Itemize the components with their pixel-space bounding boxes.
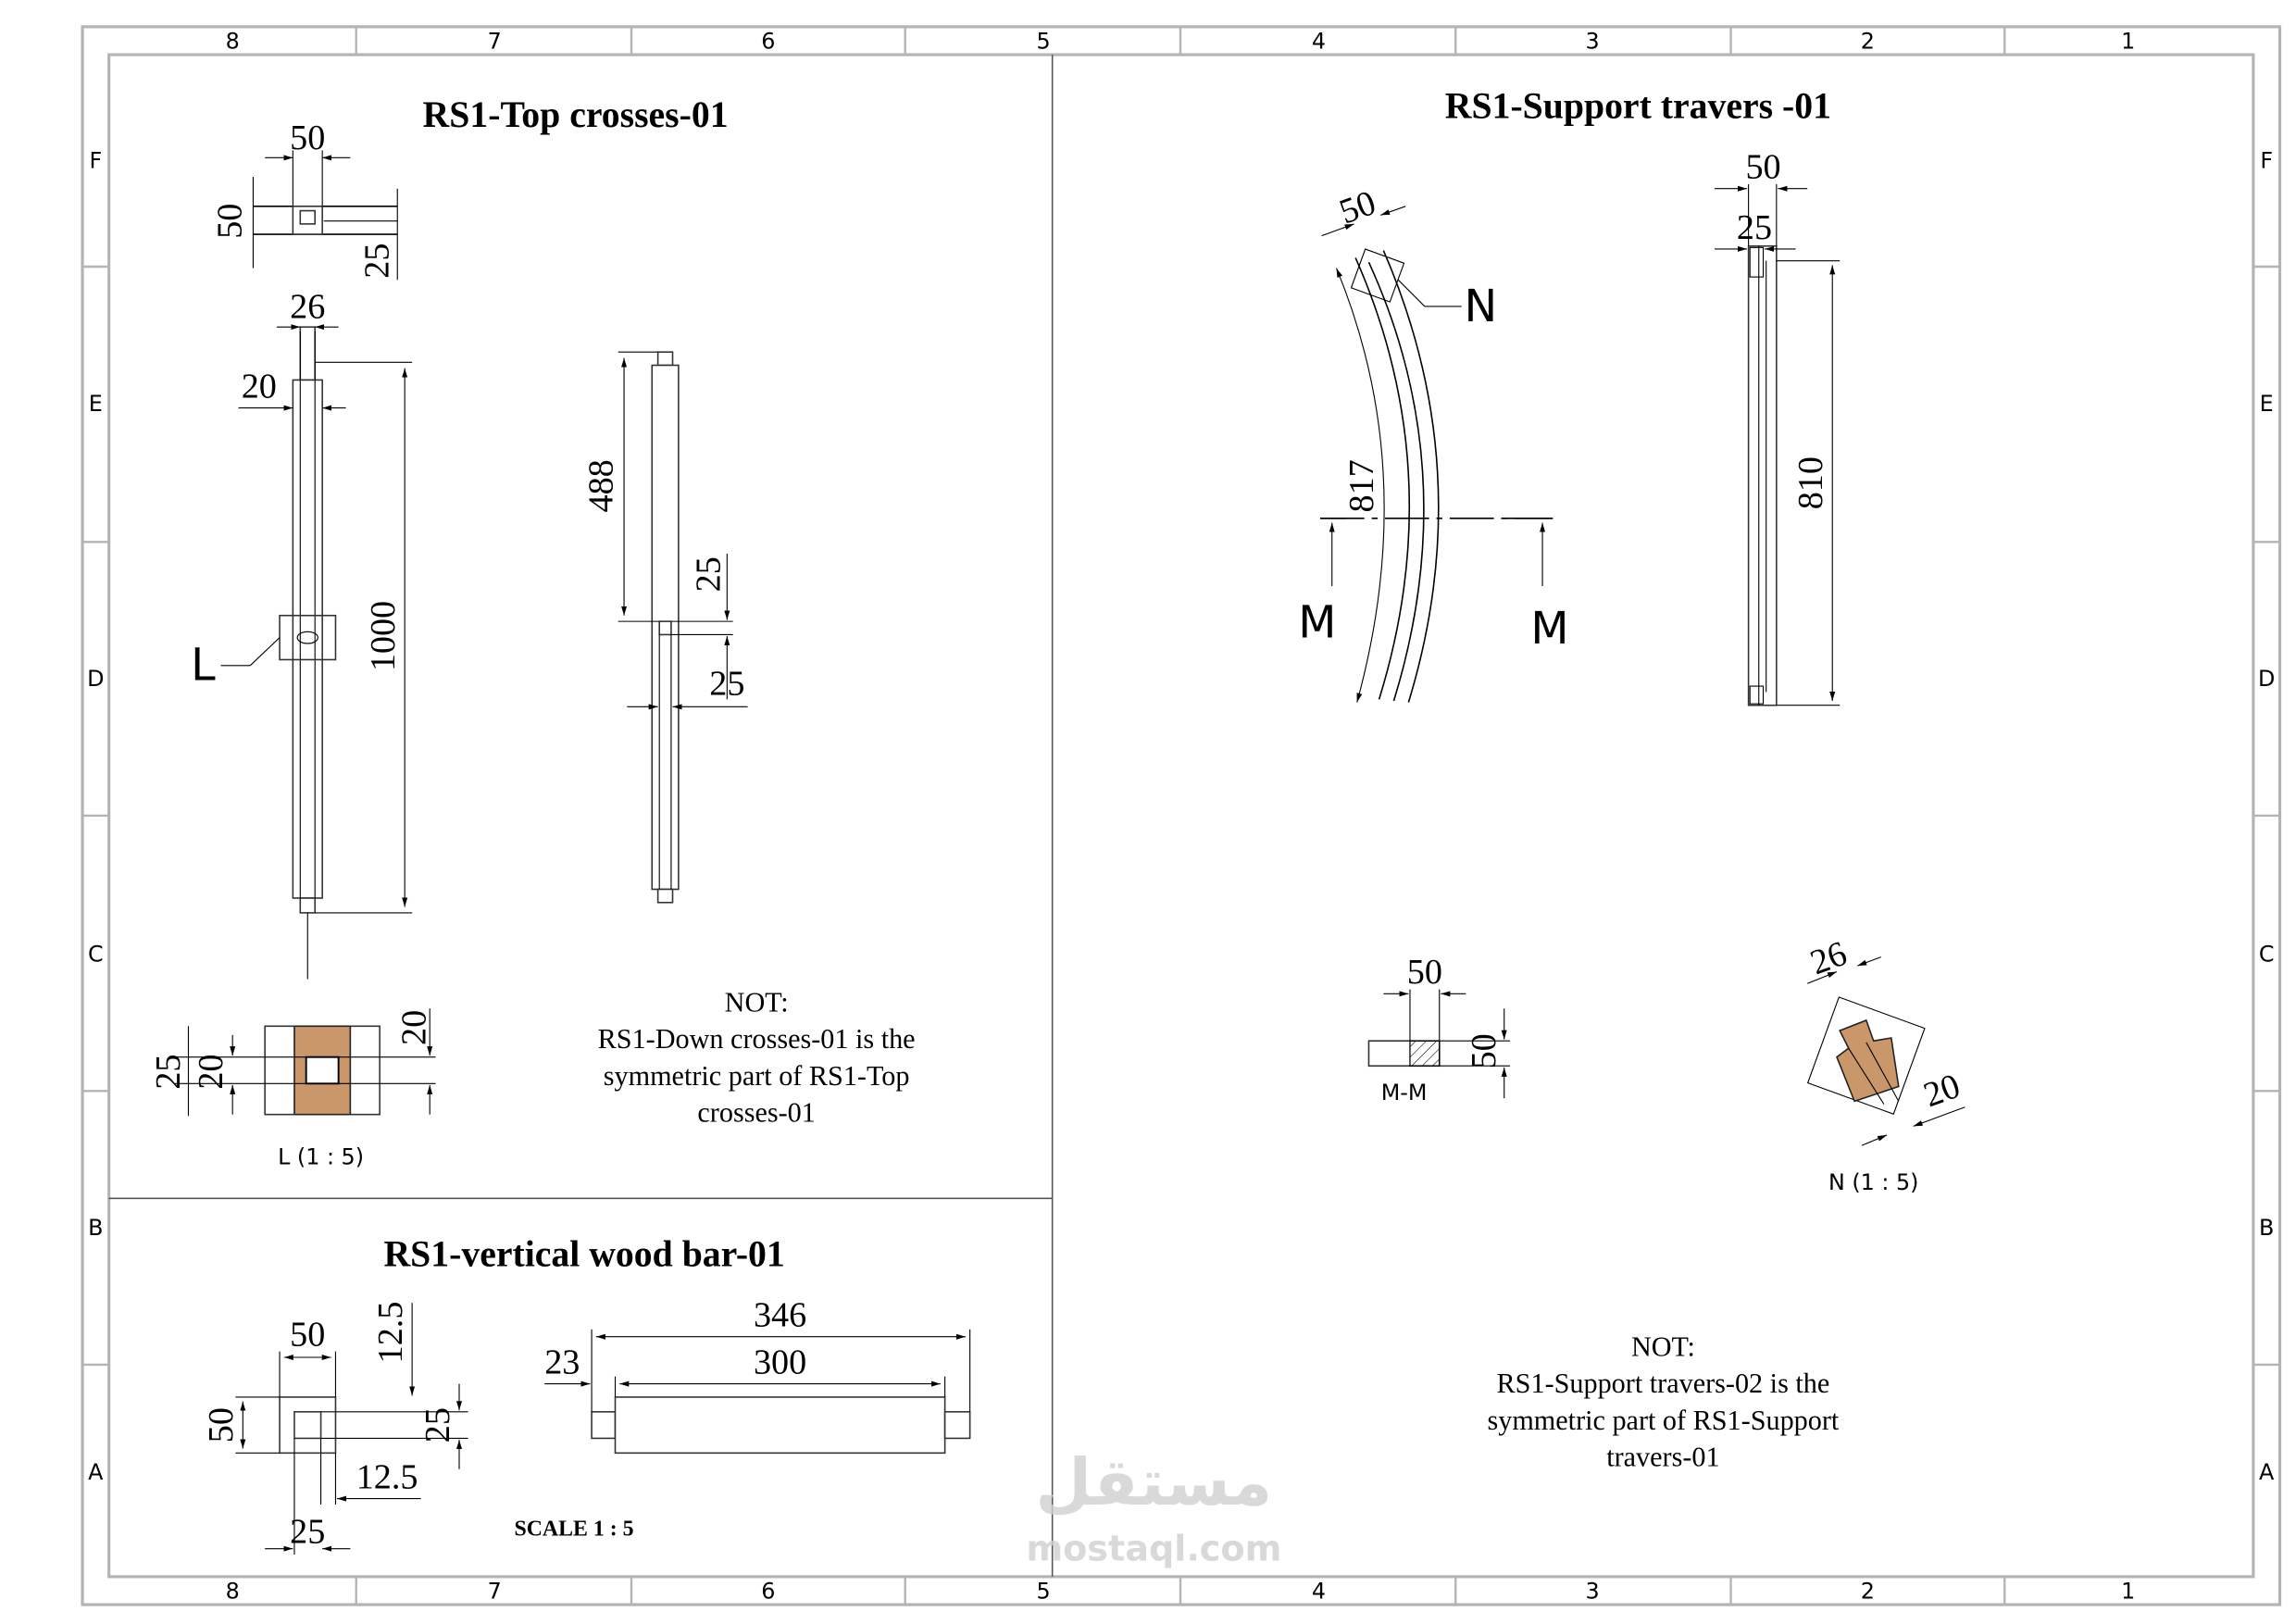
sheet-frame bbox=[81, 25, 2282, 1606]
row-label: C bbox=[2259, 941, 2275, 967]
detail-callout-l: L bbox=[191, 641, 216, 692]
dim-label: 12.5 bbox=[356, 1457, 418, 1496]
note-line: symmetric part of RS1-Support bbox=[1487, 1405, 1839, 1436]
row-label: A bbox=[88, 1459, 104, 1485]
dim-label: 817 bbox=[1342, 459, 1381, 512]
col-label: 7 bbox=[488, 29, 502, 55]
section-label-right: M bbox=[1530, 604, 1568, 655]
detail-callout-n: N bbox=[1464, 281, 1497, 332]
col-label: 6 bbox=[761, 29, 775, 55]
row-label: D bbox=[2258, 666, 2275, 692]
dim-label: 50 bbox=[1465, 1033, 1504, 1068]
col-label: 1 bbox=[2121, 29, 2135, 55]
vertical-bar-section: 50 50 12.5 25 12.5 25 bbox=[202, 1302, 468, 1555]
note-line: RS1-Down crosses-01 is the bbox=[598, 1023, 916, 1055]
dim-label: 300 bbox=[754, 1343, 806, 1381]
row-label: D bbox=[87, 666, 104, 692]
dim-label: 25 bbox=[418, 1407, 457, 1443]
note-line: NOT: bbox=[1631, 1330, 1695, 1362]
row-label: F bbox=[89, 147, 102, 173]
dim-label: 1000 bbox=[364, 601, 403, 671]
vertical-bar-title: RS1-vertical wood bar-01 bbox=[383, 1233, 784, 1274]
section-mm-view: 50 50 M-M bbox=[1367, 953, 1511, 1106]
col-label: 8 bbox=[226, 1579, 240, 1605]
top-crosses-note: NOT: RS1-Down crosses-01 is the symmetri… bbox=[598, 986, 916, 1128]
detail-n-label: N (1 : 5) bbox=[1828, 1169, 1919, 1195]
row-label: B bbox=[88, 1215, 103, 1241]
note-line: travers-01 bbox=[1606, 1442, 1719, 1473]
watermark-logo: مستقل mostaql.com bbox=[1026, 1445, 1281, 1568]
dim-label: 20 bbox=[394, 1010, 433, 1045]
col-label: 1 bbox=[2121, 1579, 2135, 1605]
dim-label: 50 bbox=[1334, 183, 1380, 232]
row-label: E bbox=[89, 391, 103, 417]
top-cross-side-view: 488 25 25 bbox=[581, 351, 748, 904]
dim-label: 26 bbox=[1805, 934, 1852, 983]
dim-label: 25 bbox=[290, 1512, 325, 1551]
support-travers-note: NOT: RS1-Support travers-02 is the symme… bbox=[1487, 1330, 1839, 1472]
col-label: 4 bbox=[1312, 29, 1326, 55]
vertical-bar-side: 346 300 23 bbox=[544, 1296, 971, 1455]
col-label: 2 bbox=[1861, 1579, 1875, 1605]
dim-label: 23 bbox=[544, 1343, 580, 1381]
col-label: 7 bbox=[488, 1579, 502, 1605]
dim-label: 488 bbox=[581, 459, 620, 512]
detail-l-view: 25 20 20 L (1 : 5) bbox=[149, 1008, 436, 1170]
top-crosses-panel: RS1-Top crosses-01 50 50 25 L 26 bbox=[149, 94, 916, 1170]
scale-label: SCALE 1 : 5 bbox=[514, 1517, 633, 1541]
dim-label: 50 bbox=[290, 1315, 325, 1354]
straight-travers-view: 50 25 810 bbox=[1715, 148, 1841, 706]
dim-label: 20 bbox=[242, 367, 277, 406]
col-label: 5 bbox=[1037, 1579, 1051, 1605]
top-cross-front-view: L 26 20 1000 bbox=[191, 288, 413, 980]
note-line: RS1-Support travers-02 is the bbox=[1497, 1368, 1830, 1399]
note-line: symmetric part of RS1-Top bbox=[604, 1060, 910, 1092]
dim-label: 50 bbox=[202, 1407, 241, 1443]
section-label-left: M bbox=[1298, 598, 1336, 649]
top-crosses-title: RS1-Top crosses-01 bbox=[423, 94, 729, 135]
row-label: B bbox=[2259, 1215, 2274, 1241]
section-mm-label: M-M bbox=[1381, 1080, 1428, 1106]
note-line: crosses-01 bbox=[697, 1097, 815, 1129]
dim-label: 50 bbox=[1407, 953, 1442, 992]
detail-n-view: 26 20 N (1 : 5) bbox=[1805, 934, 1965, 1195]
col-label: 3 bbox=[1586, 1579, 1600, 1605]
dim-label: 20 bbox=[192, 1055, 231, 1090]
dim-label: 20 bbox=[1918, 1067, 1965, 1116]
col-label: 3 bbox=[1586, 29, 1600, 55]
curved-travers-view: N 50 817 M M bbox=[1298, 183, 1569, 703]
dim-label: 25 bbox=[358, 244, 397, 279]
dim-label: 50 bbox=[290, 119, 325, 157]
dim-label: 346 bbox=[754, 1296, 806, 1335]
col-label: 2 bbox=[1861, 29, 1875, 55]
row-label: E bbox=[2260, 391, 2274, 417]
col-label: 6 bbox=[761, 1579, 775, 1605]
cross-section-view: 50 50 25 bbox=[211, 119, 398, 281]
col-label: 8 bbox=[226, 29, 240, 55]
detail-l-label: L (1 : 5) bbox=[278, 1144, 364, 1170]
col-label: 4 bbox=[1312, 1579, 1326, 1605]
vertical-bar-panel: RS1-vertical wood bar-01 50 50 12.5 25 1… bbox=[202, 1233, 971, 1555]
dim-label: 26 bbox=[290, 288, 325, 327]
zone-labels: 8 7 6 5 4 3 2 1 8 7 6 5 4 3 2 1 F E D C … bbox=[87, 29, 2275, 1605]
row-label: A bbox=[2259, 1459, 2275, 1485]
dim-label: 50 bbox=[1745, 148, 1780, 187]
watermark-arabic: مستقل bbox=[1035, 1445, 1272, 1520]
dim-label: 25 bbox=[1737, 208, 1772, 247]
row-label: F bbox=[2260, 147, 2273, 173]
note-line: NOT: bbox=[725, 986, 789, 1018]
support-travers-panel: RS1-Support travers -01 N 50 817 M M bbox=[1298, 85, 1965, 1472]
support-travers-title: RS1-Support travers -01 bbox=[1445, 85, 1831, 126]
col-label: 5 bbox=[1037, 29, 1051, 55]
dim-label: 25 bbox=[709, 665, 744, 704]
watermark-latin: mostaql.com bbox=[1026, 1528, 1281, 1568]
dim-label: 810 bbox=[1791, 456, 1830, 509]
row-label: C bbox=[88, 941, 104, 967]
dim-label: 50 bbox=[211, 204, 250, 239]
dim-label: 12.5 bbox=[371, 1302, 410, 1364]
dim-label: 25 bbox=[689, 556, 728, 592]
dim-label: 25 bbox=[149, 1055, 188, 1090]
